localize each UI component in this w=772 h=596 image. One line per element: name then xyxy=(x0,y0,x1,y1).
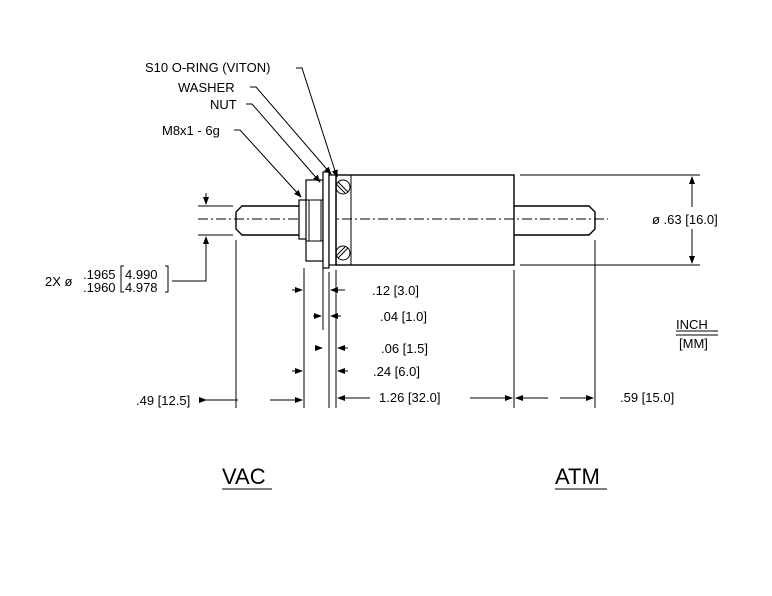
body-diameter-dim xyxy=(520,174,700,266)
units-inch: INCH xyxy=(676,317,708,332)
vac-pin xyxy=(235,205,304,236)
dim-004-label: .04 [1.0] xyxy=(380,309,427,324)
oring-top xyxy=(335,179,351,195)
dim-006-label: .06 [1.5] xyxy=(381,341,428,356)
vac-side-label: VAC xyxy=(222,464,266,489)
pin-diameter-upper-mm: 4.990 xyxy=(125,267,158,282)
extension-lines xyxy=(235,240,596,408)
dim-atm-length-label: .59 [15.0] xyxy=(620,390,674,405)
atm-pin xyxy=(514,205,596,236)
oring-label: S10 O-RING (VITON) xyxy=(145,60,270,75)
washer-label: WASHER xyxy=(178,80,235,95)
horizontal-dims xyxy=(199,287,594,403)
units-key: INCH [MM] xyxy=(676,317,718,351)
pin-diameter-dim xyxy=(120,193,233,293)
pin-diameter-lower-mm: 4.978 xyxy=(125,280,158,295)
part-outline xyxy=(198,171,608,269)
callout-leaders xyxy=(234,67,338,198)
washer xyxy=(322,171,330,269)
pin-diameter-lower-in: .1960 xyxy=(83,280,116,295)
oring-bottom xyxy=(335,245,351,261)
dim-body-length-label: 1.26 [32.0] xyxy=(379,390,440,405)
atm-side-label: ATM xyxy=(555,464,600,489)
flange xyxy=(328,174,337,266)
pin-diameter-upper-in: .1965 xyxy=(83,267,116,282)
dim-012-label: .12 [3.0] xyxy=(372,283,419,298)
units-mm: [MM] xyxy=(679,336,708,351)
pin-diameter-prefix: 2X ø xyxy=(45,274,73,289)
dim-vac-length-label: .49 [12.5] xyxy=(136,393,190,408)
body-diameter-label: ø .63 [16.0] xyxy=(652,212,718,227)
dim-024-label: .24 [6.0] xyxy=(373,364,420,379)
thread-label: M8x1 - 6g xyxy=(162,123,220,138)
main-body xyxy=(335,174,515,266)
nut-label: NUT xyxy=(210,97,237,112)
